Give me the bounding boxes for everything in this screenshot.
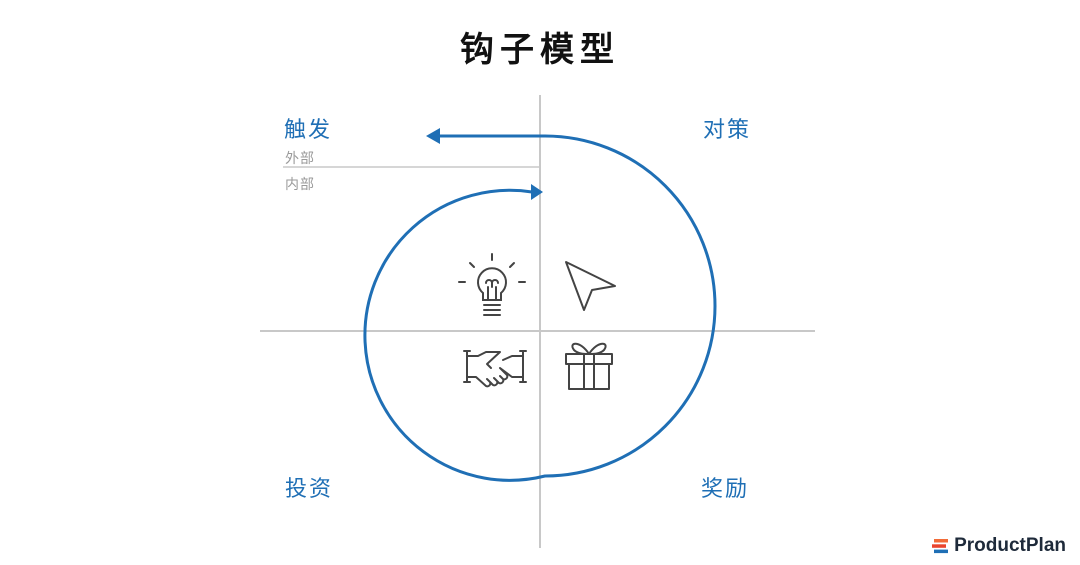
reward-label: 奖励 — [701, 477, 750, 502]
productplan-logo-icon — [932, 539, 949, 554]
page-title: 钩子模型 — [460, 30, 620, 70]
cursor-arrow-icon — [565, 261, 616, 311]
outer-arrowhead — [426, 128, 440, 144]
internal-trigger-label: 内部 — [285, 177, 315, 193]
productplan-logo: ProductPlan — [932, 535, 1066, 557]
trigger-label: 触发 — [284, 118, 333, 143]
inner-arrowhead — [531, 184, 543, 200]
gift-icon — [565, 342, 613, 390]
lightbulb-icon — [458, 253, 526, 316]
handshake-icon — [463, 350, 527, 388]
productplan-logo-text: ProductPlan — [954, 535, 1066, 556]
external-trigger-label: 外部 — [285, 151, 315, 167]
investment-label: 投资 — [285, 477, 334, 502]
action-label: 对策 — [703, 118, 752, 143]
hook-cycle-path — [363, 134, 717, 482]
